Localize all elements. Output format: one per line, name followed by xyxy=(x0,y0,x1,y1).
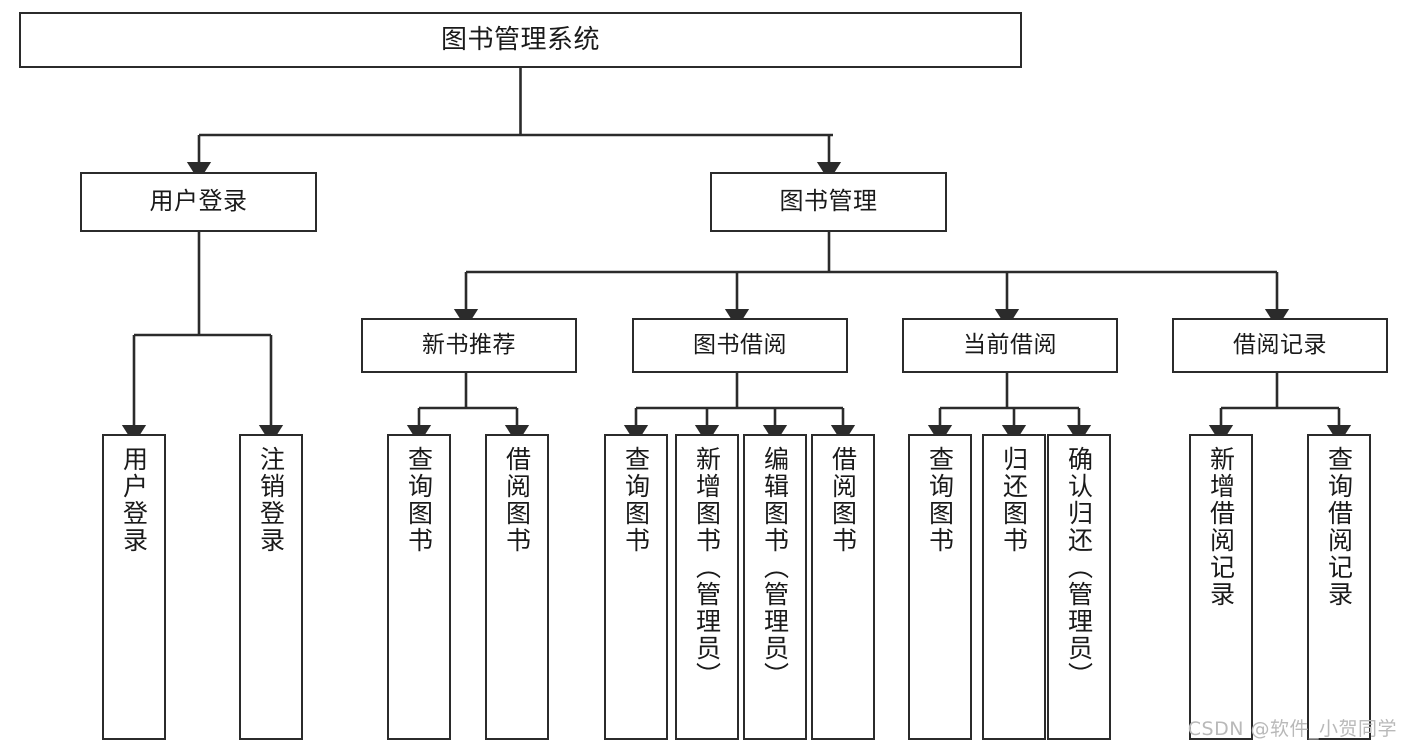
leaf-confirm-return-admin[interactable]: 确认归还（管理员） xyxy=(1047,434,1111,740)
node-label: 图书管理系统 xyxy=(440,24,600,55)
node-label: 借阅记录 xyxy=(1233,332,1327,359)
leaf-query-book-current[interactable]: 查询图书 xyxy=(908,434,972,740)
leaf-borrow-book-recommend[interactable]: 借阅图书 xyxy=(485,434,549,740)
node-label: 归还图书 xyxy=(999,446,1029,554)
node-book-management[interactable]: 图书管理 xyxy=(710,172,947,232)
leaf-edit-book-admin[interactable]: 编辑图书（管理员） xyxy=(743,434,807,740)
leaf-query-book-borrow[interactable]: 查询图书 xyxy=(604,434,668,740)
node-label: 借阅图书 xyxy=(828,446,858,554)
leaf-borrow-book[interactable]: 借阅图书 xyxy=(811,434,875,740)
node-label: 借阅图书 xyxy=(502,446,532,554)
node-label: 确认归还（管理员） xyxy=(1064,446,1094,689)
node-label: 当前借阅 xyxy=(963,332,1057,359)
node-label: 新增图书（管理员） xyxy=(692,446,722,689)
node-current-borrow[interactable]: 当前借阅 xyxy=(902,318,1118,373)
leaf-query-book-recommend[interactable]: 查询图书 xyxy=(387,434,451,740)
node-label: 查询图书 xyxy=(404,446,434,554)
node-label: 用户登录 xyxy=(119,446,149,554)
node-label: 图书管理 xyxy=(779,187,878,216)
node-label: 用户登录 xyxy=(149,187,248,216)
leaf-return-book[interactable]: 归还图书 xyxy=(982,434,1046,740)
leaf-add-book-admin[interactable]: 新增图书（管理员） xyxy=(675,434,739,740)
node-label: 查询借阅记录 xyxy=(1324,446,1354,608)
leaf-logout[interactable]: 注销登录 xyxy=(239,434,303,740)
node-label: 注销登录 xyxy=(256,446,286,554)
leaf-query-borrow-record[interactable]: 查询借阅记录 xyxy=(1307,434,1371,740)
node-root-system[interactable]: 图书管理系统 xyxy=(19,12,1022,68)
node-label: 查询图书 xyxy=(925,446,955,554)
node-label: 新增借阅记录 xyxy=(1206,446,1236,608)
node-label: 查询图书 xyxy=(621,446,651,554)
node-label: 编辑图书（管理员） xyxy=(760,446,790,689)
leaf-add-borrow-record[interactable]: 新增借阅记录 xyxy=(1189,434,1253,740)
node-label: 图书借阅 xyxy=(693,332,787,359)
node-book-borrow[interactable]: 图书借阅 xyxy=(632,318,848,373)
node-borrow-record[interactable]: 借阅记录 xyxy=(1172,318,1388,373)
node-new-book-recommend[interactable]: 新书推荐 xyxy=(361,318,577,373)
leaf-user-login[interactable]: 用户登录 xyxy=(102,434,166,740)
node-user-login[interactable]: 用户登录 xyxy=(80,172,317,232)
node-label: 新书推荐 xyxy=(422,332,516,359)
csdn-watermark: CSDN @软件_小贺同学 xyxy=(1187,718,1397,740)
